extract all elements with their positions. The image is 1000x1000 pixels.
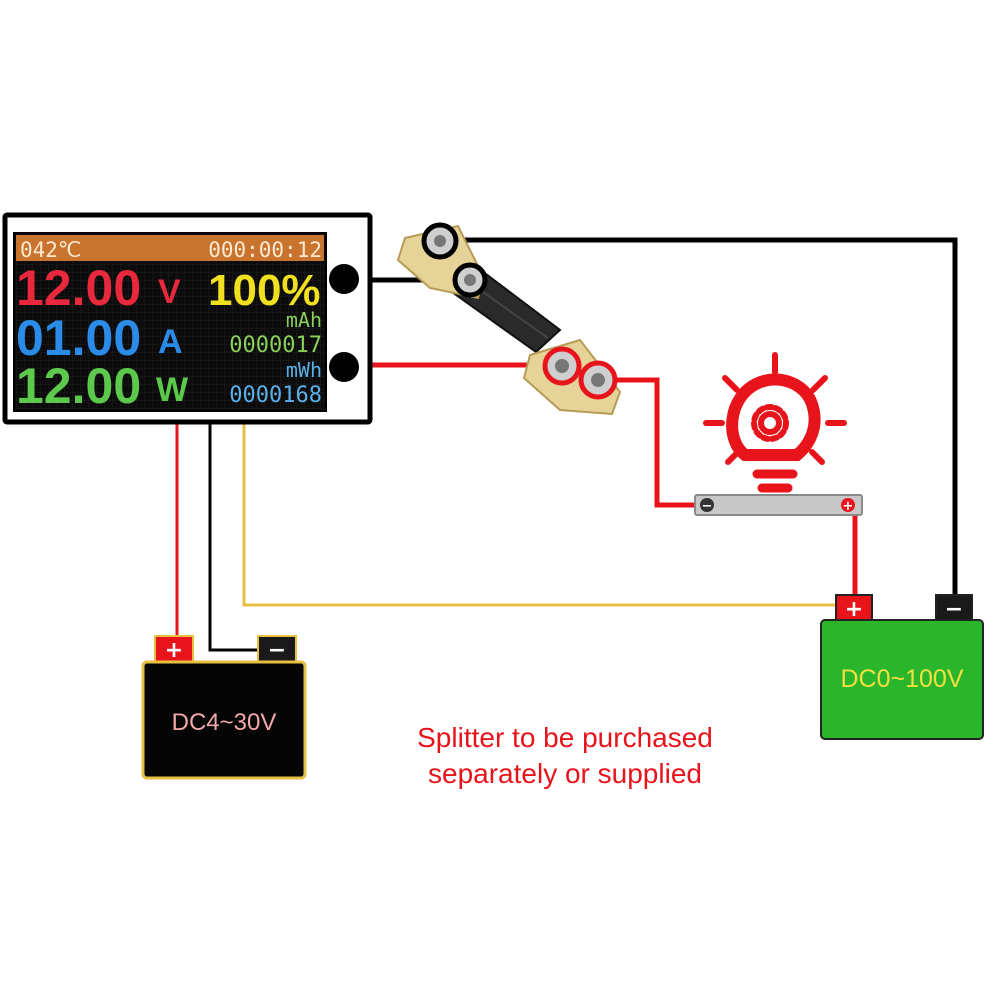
supply-battery-label: DC4~30V: [172, 709, 277, 736]
meter-terminal-upper: [329, 264, 359, 294]
meter-terminal-lower: [329, 352, 359, 382]
meter-current-value: 01.00: [16, 310, 141, 366]
splitter-note: Splitter to be purchased separately or s…: [360, 720, 770, 792]
lightbulb-icon: [703, 352, 847, 493]
meter-timer: 000:00:12: [208, 238, 322, 262]
meter-current-unit: A: [158, 323, 183, 361]
meter-capacity-unit: mAh: [286, 308, 322, 332]
supply-battery: + − DC4~30V: [141, 635, 307, 780]
meter-capacity-value: 0000017: [229, 333, 322, 358]
red-wire-load-to-battery: [850, 502, 858, 600]
meter-device: 042℃ 000:00:12 12.00 V 01.00 A 12.00 W 1…: [2, 212, 373, 425]
meter-voltage-unit: V: [158, 273, 181, 311]
meter-screen: [13, 232, 327, 412]
supply-battery-plus: +: [165, 638, 183, 663]
meter-temperature: 042℃: [20, 238, 82, 262]
meter-power-value: 12.00: [16, 358, 141, 414]
meter-energy-unit: mWh: [286, 358, 322, 382]
load-battery-plus: +: [845, 597, 863, 622]
splitter-note-line2: separately or supplied: [428, 758, 702, 789]
load-battery-minus: −: [945, 597, 963, 622]
meter-energy-value: 0000168: [229, 383, 322, 408]
load-battery: + − DC0~100V: [820, 594, 984, 740]
splitter-note-line1: Splitter to be purchased: [417, 722, 713, 753]
black-wire-shunt-to-load-minus: [440, 237, 958, 600]
yellow-wire-voltage-sense: [242, 420, 840, 607]
meter-header-bar: [16, 235, 324, 261]
load-battery-label: DC0~100V: [841, 665, 964, 693]
load-bar-minus: −: [702, 499, 713, 514]
meter-percent: 100%: [208, 266, 321, 315]
black-wire-supply-minus: [208, 420, 262, 652]
load-bar: − +: [694, 494, 863, 516]
red-wire-shunt-to-load: [598, 377, 705, 508]
supply-battery-minus: −: [268, 638, 286, 663]
meter-voltage-value: 12.00: [16, 260, 141, 316]
shunt-resistor-icon: [396, 222, 622, 416]
load-bar-plus: +: [843, 499, 854, 514]
meter-power-unit: W: [156, 371, 189, 409]
